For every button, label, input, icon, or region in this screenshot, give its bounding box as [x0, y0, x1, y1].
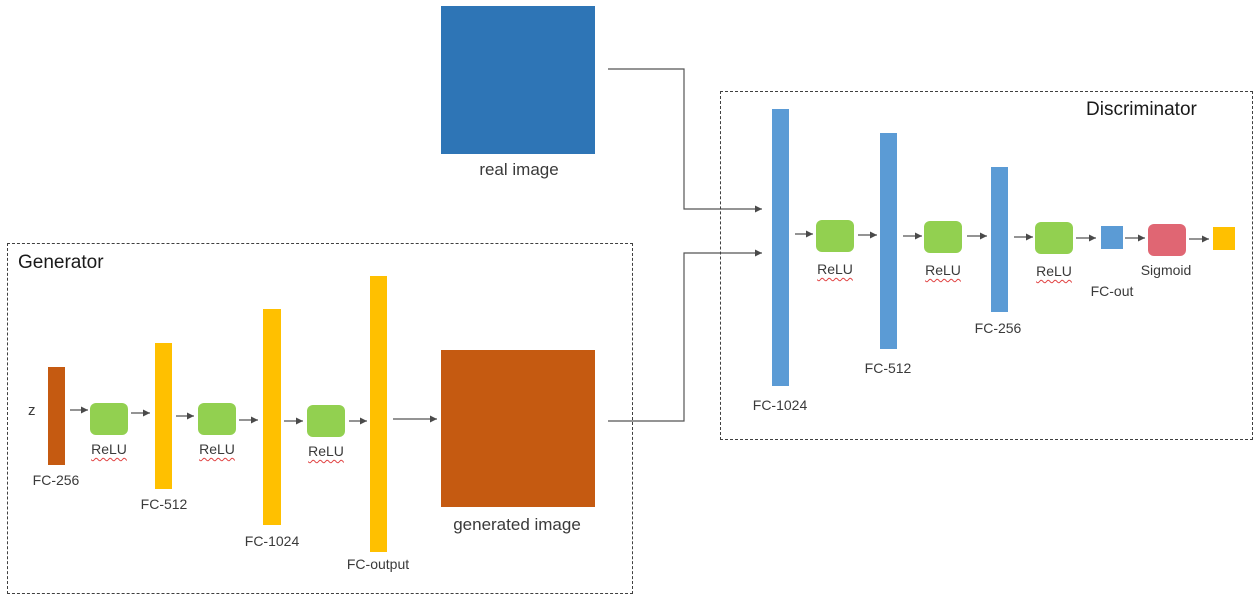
- disc-layer-label-2: FC-512: [864, 360, 912, 376]
- disc-bar-fc512: [880, 133, 897, 349]
- disc-bar-fc256: [991, 167, 1008, 312]
- disc-relu-2: [924, 221, 962, 253]
- real-image-label: real image: [479, 160, 559, 179]
- generator-title: Generator: [18, 252, 104, 273]
- disc-layer-label-4: FC-out: [1090, 283, 1134, 299]
- disc-relu-3: [1035, 222, 1073, 254]
- real-image-block: [441, 6, 595, 154]
- gen-layer-label-1: FC-256: [32, 472, 80, 488]
- disc-relu-label-2: ReLU: [925, 262, 961, 278]
- disc-sigmoid: [1148, 224, 1186, 256]
- disc-relu-label-1: ReLU: [817, 261, 853, 277]
- disc-layer-label-1: FC-1024: [752, 397, 808, 413]
- generated-image-label: generated image: [453, 515, 581, 534]
- disc-output-block: [1213, 227, 1235, 250]
- gen-relu-label-2: ReLU: [199, 441, 235, 457]
- gen-relu-1: [90, 403, 128, 435]
- generated-image-block: [441, 350, 595, 507]
- gen-relu-label-1: ReLU: [91, 441, 127, 457]
- gen-layer-label-2: FC-512: [140, 496, 188, 512]
- real-image-connector: [608, 68, 762, 213]
- generator-box: [7, 243, 633, 594]
- disc-bar-fc-out: [1101, 226, 1123, 249]
- discriminator-box: [720, 91, 1253, 440]
- gen-bar-fc1024: [263, 309, 281, 525]
- gen-bar-fc512: [155, 343, 172, 489]
- generated-image-connector: [608, 249, 762, 422]
- noise-bar: [48, 367, 65, 465]
- disc-bar-fc1024: [772, 109, 789, 386]
- gen-layer-label-3: FC-1024: [244, 533, 300, 549]
- disc-relu-1: [816, 220, 854, 252]
- gen-relu-label-3: ReLU: [308, 443, 344, 459]
- discriminator-title: Discriminator: [1086, 99, 1197, 120]
- disc-layer-label-3: FC-256: [974, 320, 1022, 336]
- disc-relu-label-3: ReLU: [1036, 263, 1072, 279]
- gen-layer-label-4: FC-output: [346, 556, 410, 572]
- noise-input-label: z: [28, 402, 36, 419]
- disc-sigmoid-label: Sigmoid: [1140, 262, 1192, 278]
- gen-relu-3: [307, 405, 345, 437]
- gen-bar-fc-output: [370, 276, 387, 552]
- gen-relu-2: [198, 403, 236, 435]
